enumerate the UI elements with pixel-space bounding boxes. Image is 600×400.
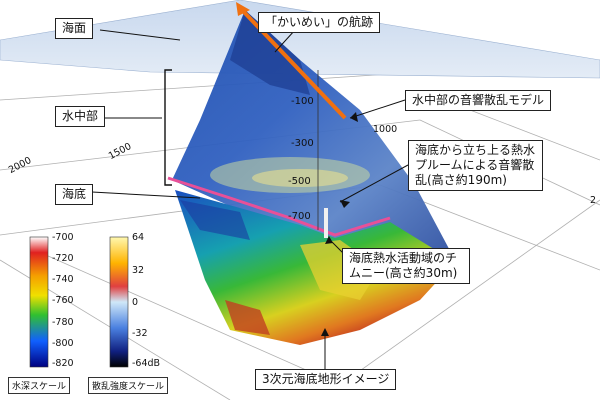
depth-scale-value: -820 xyxy=(52,358,74,369)
scatter-scale-value: 0 xyxy=(132,297,139,308)
label-chimney: 海底熱水活動域のチムニー(高さ約30m) xyxy=(342,248,470,284)
terrain-high xyxy=(225,300,270,335)
label-plume: 海底から立ち上る熱水プルームによる音響散乱(高さ約190m) xyxy=(408,140,543,191)
acoustic-scattering-fan xyxy=(172,10,455,260)
depth-color-bar xyxy=(29,236,49,368)
axis-tick: 1000 xyxy=(373,124,398,135)
label-sea-surface: 海面 xyxy=(55,18,94,39)
sea-surface-plane xyxy=(0,0,600,79)
label-seafloor: 海底 xyxy=(55,184,94,205)
label-mid-water: 水中部 xyxy=(55,106,106,127)
axis-tick: 2 xyxy=(590,195,597,206)
scatter-scale-label: 散乱強度スケール xyxy=(88,377,169,394)
depth-scale-value: -780 xyxy=(52,317,74,328)
depth-scale-value: -760 xyxy=(52,295,74,306)
terrain-low xyxy=(180,200,250,240)
scatter-color-bar xyxy=(109,236,129,368)
depth-scale-value: -700 xyxy=(52,232,74,243)
depth-scale-value: -800 xyxy=(52,338,74,349)
plume-arrowhead xyxy=(340,200,350,208)
depth-scale-value: -740 xyxy=(52,274,74,285)
model-arrowhead xyxy=(350,112,358,122)
depth-tick: -300 xyxy=(291,138,314,149)
depth-tick: -100 xyxy=(291,96,314,107)
scatter-scale-value: -32 xyxy=(132,328,148,339)
label-acoustic-model: 水中部の音響散乱モデル xyxy=(405,90,552,111)
scatter-scale-value: -64dB xyxy=(132,358,161,369)
chimney-marker xyxy=(324,208,328,238)
depth-tick: -700 xyxy=(288,211,311,222)
scatter-scale-value: 64 xyxy=(132,232,145,243)
fan-upper-dark xyxy=(230,10,310,95)
depth-tick: -500 xyxy=(288,176,311,187)
seafloor-edge-line xyxy=(167,176,391,237)
leader-lines xyxy=(91,29,409,375)
terrain-arrowhead xyxy=(321,328,329,336)
label-terrain: 3次元海底地形イメージ xyxy=(255,369,397,390)
plume-core xyxy=(252,169,348,187)
label-ship-track: 「かいめい」の航跡 xyxy=(258,12,381,33)
depth-scale-value: -720 xyxy=(52,253,74,264)
depth-scale-label: 水深スケール xyxy=(8,377,71,394)
mid-water-bracket xyxy=(164,69,172,186)
chimney-arrowhead xyxy=(325,236,333,244)
scatter-scale-value: 32 xyxy=(132,265,145,276)
